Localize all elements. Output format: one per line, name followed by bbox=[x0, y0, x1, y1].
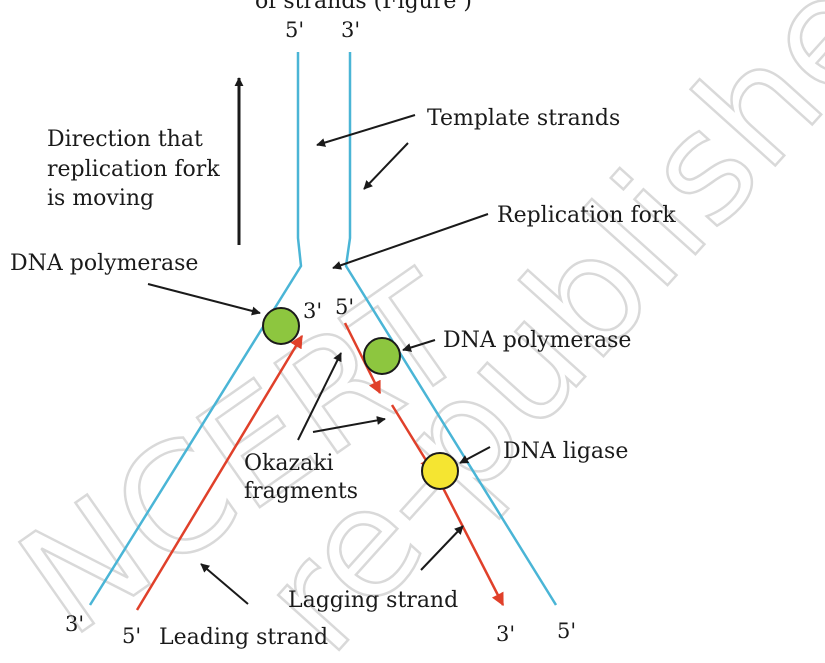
end-label-bottom-left-leading: 5' bbox=[122, 624, 141, 648]
template-strand-right bbox=[344, 52, 558, 606]
dna-polymerase-lagging-circle bbox=[363, 337, 401, 375]
end-label-bottom-right-template: 5' bbox=[557, 619, 576, 643]
dna-polymerase-leading-circle bbox=[262, 307, 300, 345]
polymerase-right-pointer-arrow bbox=[402, 339, 436, 352]
end-label-bottom-left-template: 3' bbox=[65, 612, 84, 636]
template-strands-label: Template strands bbox=[427, 106, 620, 131]
lagging-pointer-arrow bbox=[420, 525, 464, 571]
template-pointer-arrow-1 bbox=[316, 114, 416, 147]
polymerase-left-pointer-arrow bbox=[147, 283, 261, 316]
template-pointer-arrow-2 bbox=[363, 142, 409, 190]
replication-fork-label: Replication fork bbox=[497, 203, 676, 228]
dna-ligase-circle bbox=[421, 452, 459, 490]
direction-label-line1: Direction that bbox=[47, 127, 203, 152]
end-label-fork-left: 3' bbox=[303, 299, 322, 323]
okazaki-label-line1: Okazaki bbox=[244, 451, 334, 476]
fork-pointer-arrow bbox=[332, 213, 489, 270]
okazaki-label-line2: fragments bbox=[244, 479, 358, 504]
dna-ligase-label: DNA ligase bbox=[503, 439, 628, 464]
end-label-bottom-right-lagging: 3' bbox=[496, 622, 515, 646]
end-label-top-left: 5' bbox=[285, 18, 304, 42]
dna-polymerase-left-label: DNA polymerase bbox=[10, 251, 198, 276]
lagging-strand-label: Lagging strand bbox=[288, 588, 458, 613]
okazaki-fragment-1 bbox=[343, 322, 382, 395]
direction-label-line3: is moving bbox=[47, 186, 154, 211]
okazaki-fragment-3 bbox=[438, 481, 505, 607]
direction-label-line2: replication fork bbox=[47, 157, 220, 182]
ligase-pointer-arrow bbox=[459, 446, 491, 464]
okazaki-pointer-arrow-2 bbox=[312, 416, 386, 433]
dna-polymerase-right-label: DNA polymerase bbox=[443, 328, 631, 353]
header-fragment: of strands (Figure ) bbox=[255, 0, 472, 14]
leading-pointer-arrow bbox=[200, 563, 249, 605]
leading-strand-label: Leading strand bbox=[159, 625, 328, 650]
leading-strand-line bbox=[135, 334, 304, 611]
okazaki-pointer-arrow-1 bbox=[297, 352, 342, 441]
end-label-fork-right: 5' bbox=[335, 295, 354, 319]
end-label-top-right: 3' bbox=[341, 18, 360, 42]
template-strand-left bbox=[88, 52, 303, 606]
